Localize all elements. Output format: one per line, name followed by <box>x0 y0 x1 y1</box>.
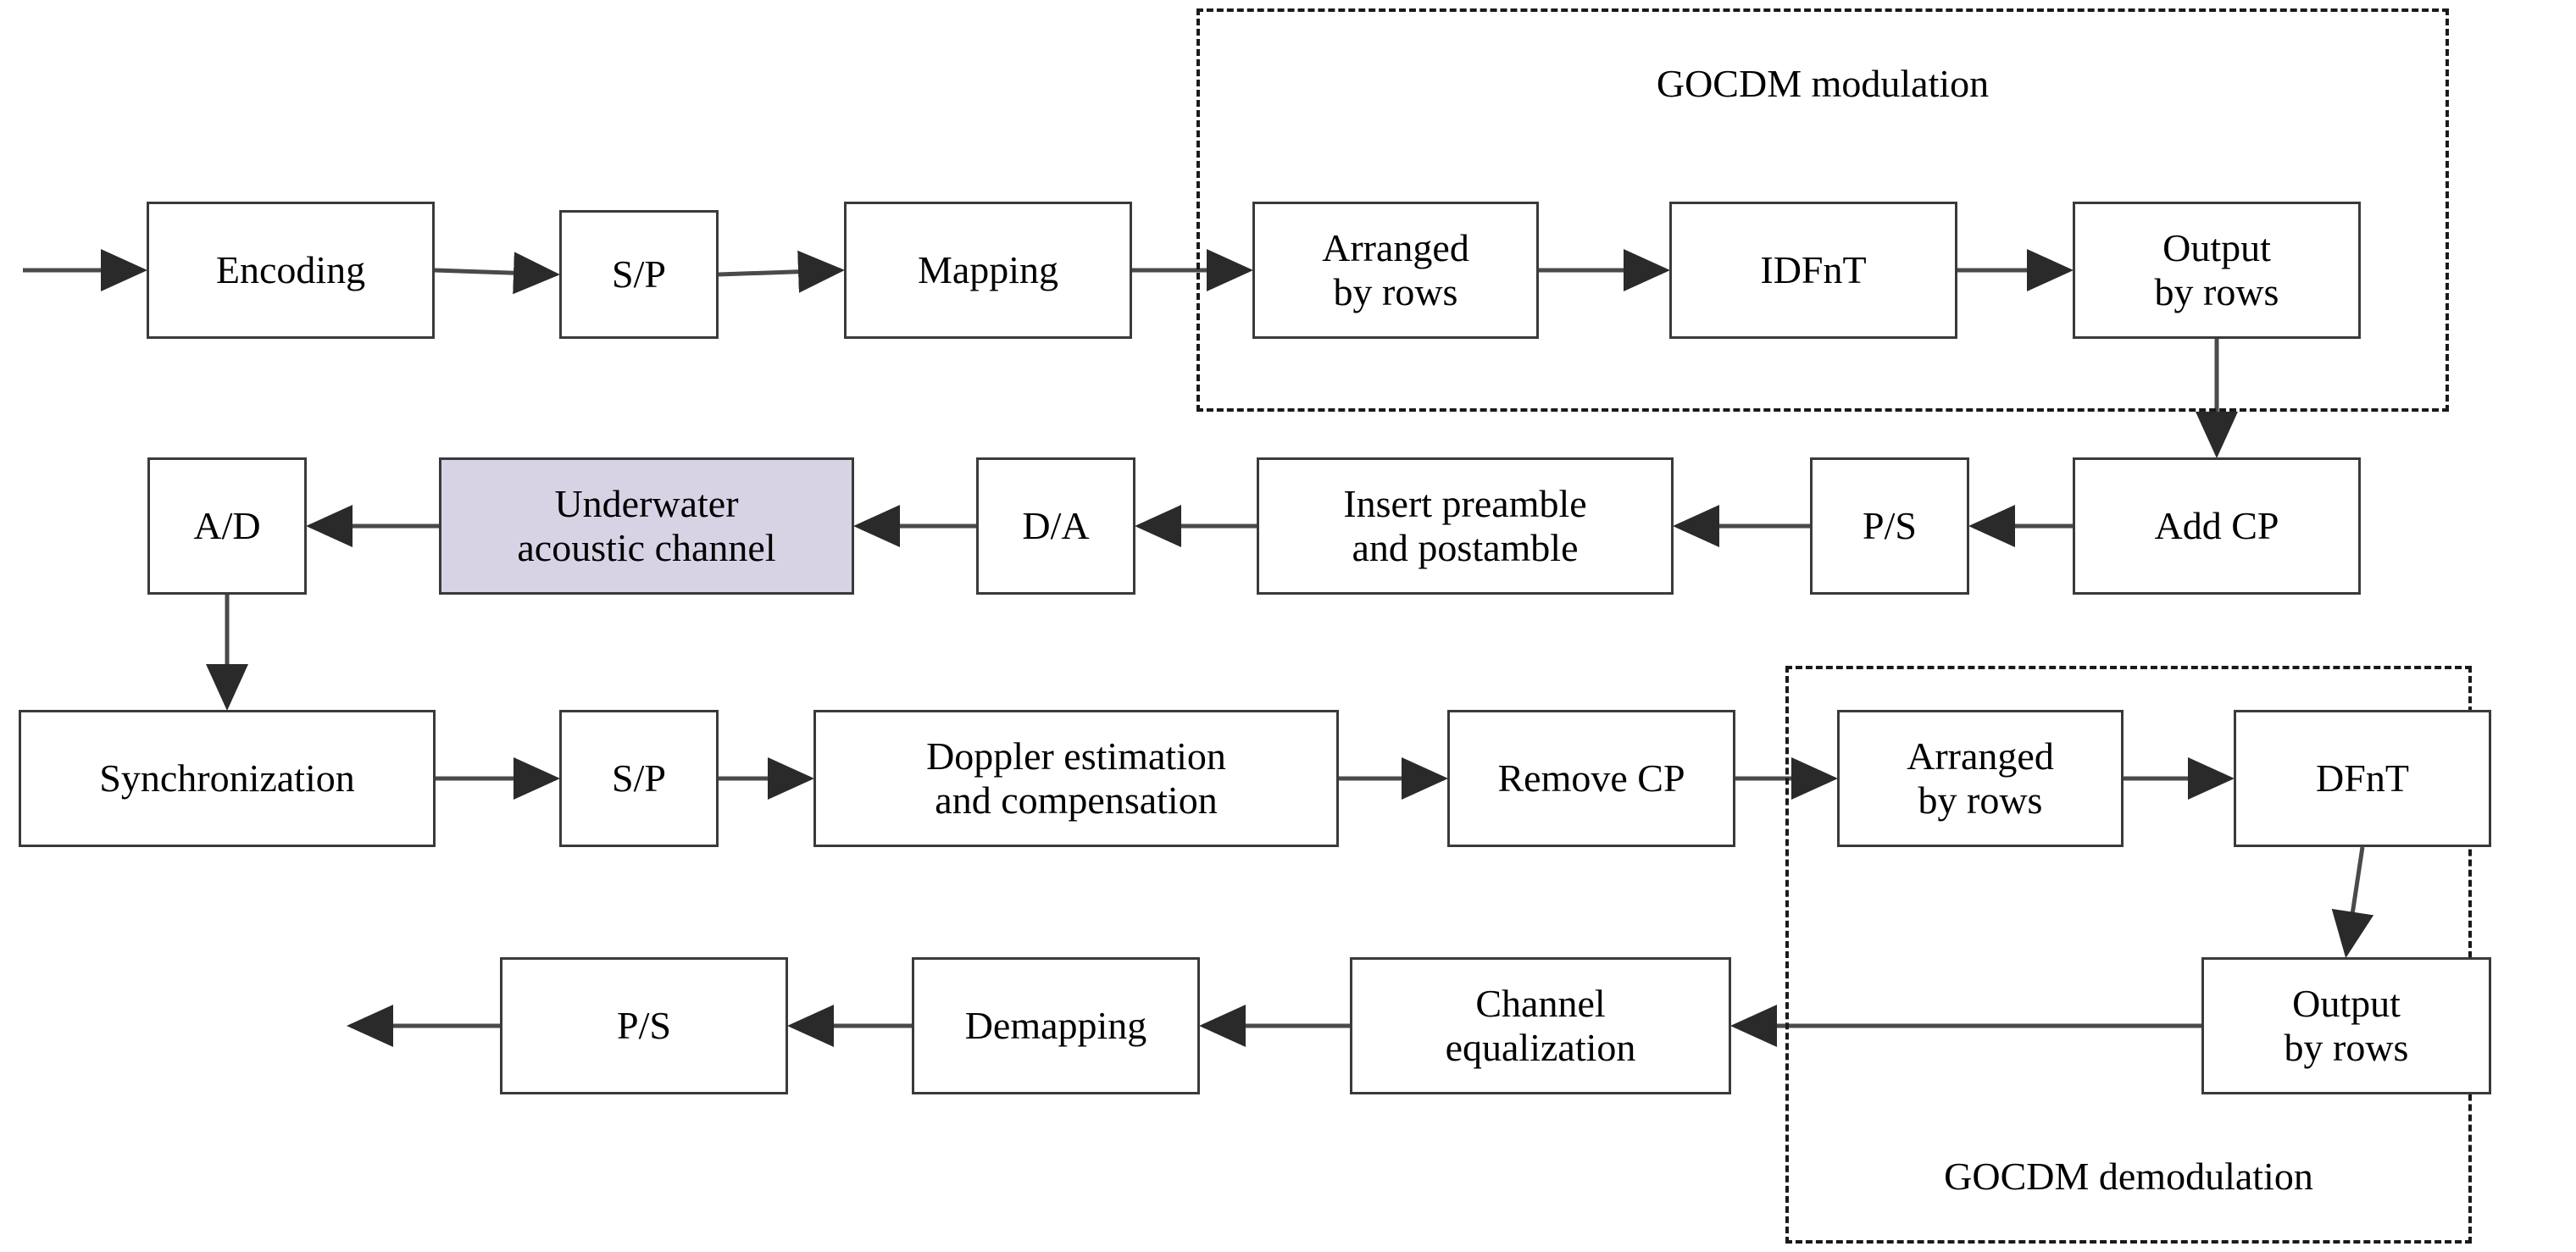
group-frame-demod <box>1785 666 2472 1244</box>
node-label-da: D/A <box>1022 504 1089 548</box>
node-encoding[interactable]: Encoding <box>147 202 435 339</box>
node-label-line: Underwater <box>554 482 739 526</box>
node-dfnt[interactable]: DFnT <box>2234 710 2491 847</box>
node-label-line: by rows <box>1918 778 2043 822</box>
node-label-line: Encoding <box>215 248 366 292</box>
node-label-line: Add CP <box>2154 504 2279 548</box>
node-label-encoding: Encoding <box>216 248 365 292</box>
node-label-line: P/S <box>617 1004 671 1048</box>
node-label-line: Output <box>2162 226 2271 270</box>
node-label-line: D/A <box>1022 504 1090 548</box>
node-label-line: Mapping <box>917 248 1059 292</box>
group-frame-mod <box>1196 8 2449 412</box>
node-sync[interactable]: Synchronization <box>19 710 436 847</box>
node-ps1[interactable]: P/S <box>1810 457 1969 595</box>
node-da[interactable]: D/A <box>976 457 1135 595</box>
node-label-line: P/S <box>1863 504 1917 548</box>
connector-sp1-to-mapping <box>718 250 845 293</box>
node-label-mapping: Mapping <box>918 248 1058 292</box>
node-label-sp2: S/P <box>612 756 666 801</box>
group-label-demod: GOCDM demodulation <box>1944 1155 2313 1198</box>
group-label-mod: GOCDM modulation <box>1656 62 1990 105</box>
node-idfnt[interactable]: IDFnT <box>1669 202 1957 339</box>
node-label-line: and postamble <box>1352 526 1579 569</box>
node-label-addcp: Add CP <box>2155 504 2279 548</box>
node-removecp[interactable]: Remove CP <box>1447 710 1735 847</box>
node-label-removecp: Remove CP <box>1497 756 1685 801</box>
node-ps2[interactable]: P/S <box>500 957 788 1094</box>
node-label-line: Arranged <box>1322 226 1469 270</box>
node-sp1[interactable]: S/P <box>559 210 719 339</box>
node-label-ps1: P/S <box>1863 504 1917 548</box>
node-label-line: by rows <box>2284 1026 2409 1069</box>
node-label-line: Arranged <box>1907 734 2054 778</box>
node-demapping[interactable]: Demapping <box>912 957 1200 1094</box>
node-ad[interactable]: A/D <box>147 457 307 595</box>
node-label-line: DFnT <box>2316 756 2409 801</box>
node-label-line: Synchronization <box>99 756 355 801</box>
node-label-sync: Synchronization <box>99 756 355 801</box>
node-label-ad: A/D <box>193 504 260 548</box>
node-label-line: S/P <box>612 252 666 296</box>
node-label-line: S/P <box>612 756 666 801</box>
node-label-line: Output <box>2292 982 2401 1026</box>
node-label-line: by rows <box>2154 270 2279 313</box>
node-label-line: IDFnT <box>1760 248 1867 292</box>
node-label-line: and compensation <box>935 778 1218 822</box>
node-label-sp1: S/P <box>612 252 666 296</box>
node-label-line: Demapping <box>964 1004 1147 1048</box>
connector-encoding-to-sp1 <box>434 252 560 295</box>
node-sp2[interactable]: S/P <box>559 710 719 847</box>
node-label-ps2: P/S <box>617 1004 671 1048</box>
node-label-line: acoustic channel <box>517 526 776 569</box>
node-label-line: Channel <box>1475 982 1606 1026</box>
node-label-dfnt: DFnT <box>2316 756 2409 801</box>
node-label-demapping: Demapping <box>965 1004 1147 1048</box>
node-label-idfnt: IDFnT <box>1760 248 1866 292</box>
node-label-line: Remove CP <box>1497 756 1685 801</box>
node-label-line: equalization <box>1445 1026 1636 1069</box>
node-label-line: A/D <box>193 504 261 548</box>
node-label-line: Doppler estimation <box>926 734 1226 778</box>
node-label-line: by rows <box>1333 270 1458 313</box>
node-label-line: Insert preamble <box>1343 482 1587 526</box>
node-mapping[interactable]: Mapping <box>844 202 1132 339</box>
node-addcp[interactable]: Add CP <box>2073 457 2361 595</box>
